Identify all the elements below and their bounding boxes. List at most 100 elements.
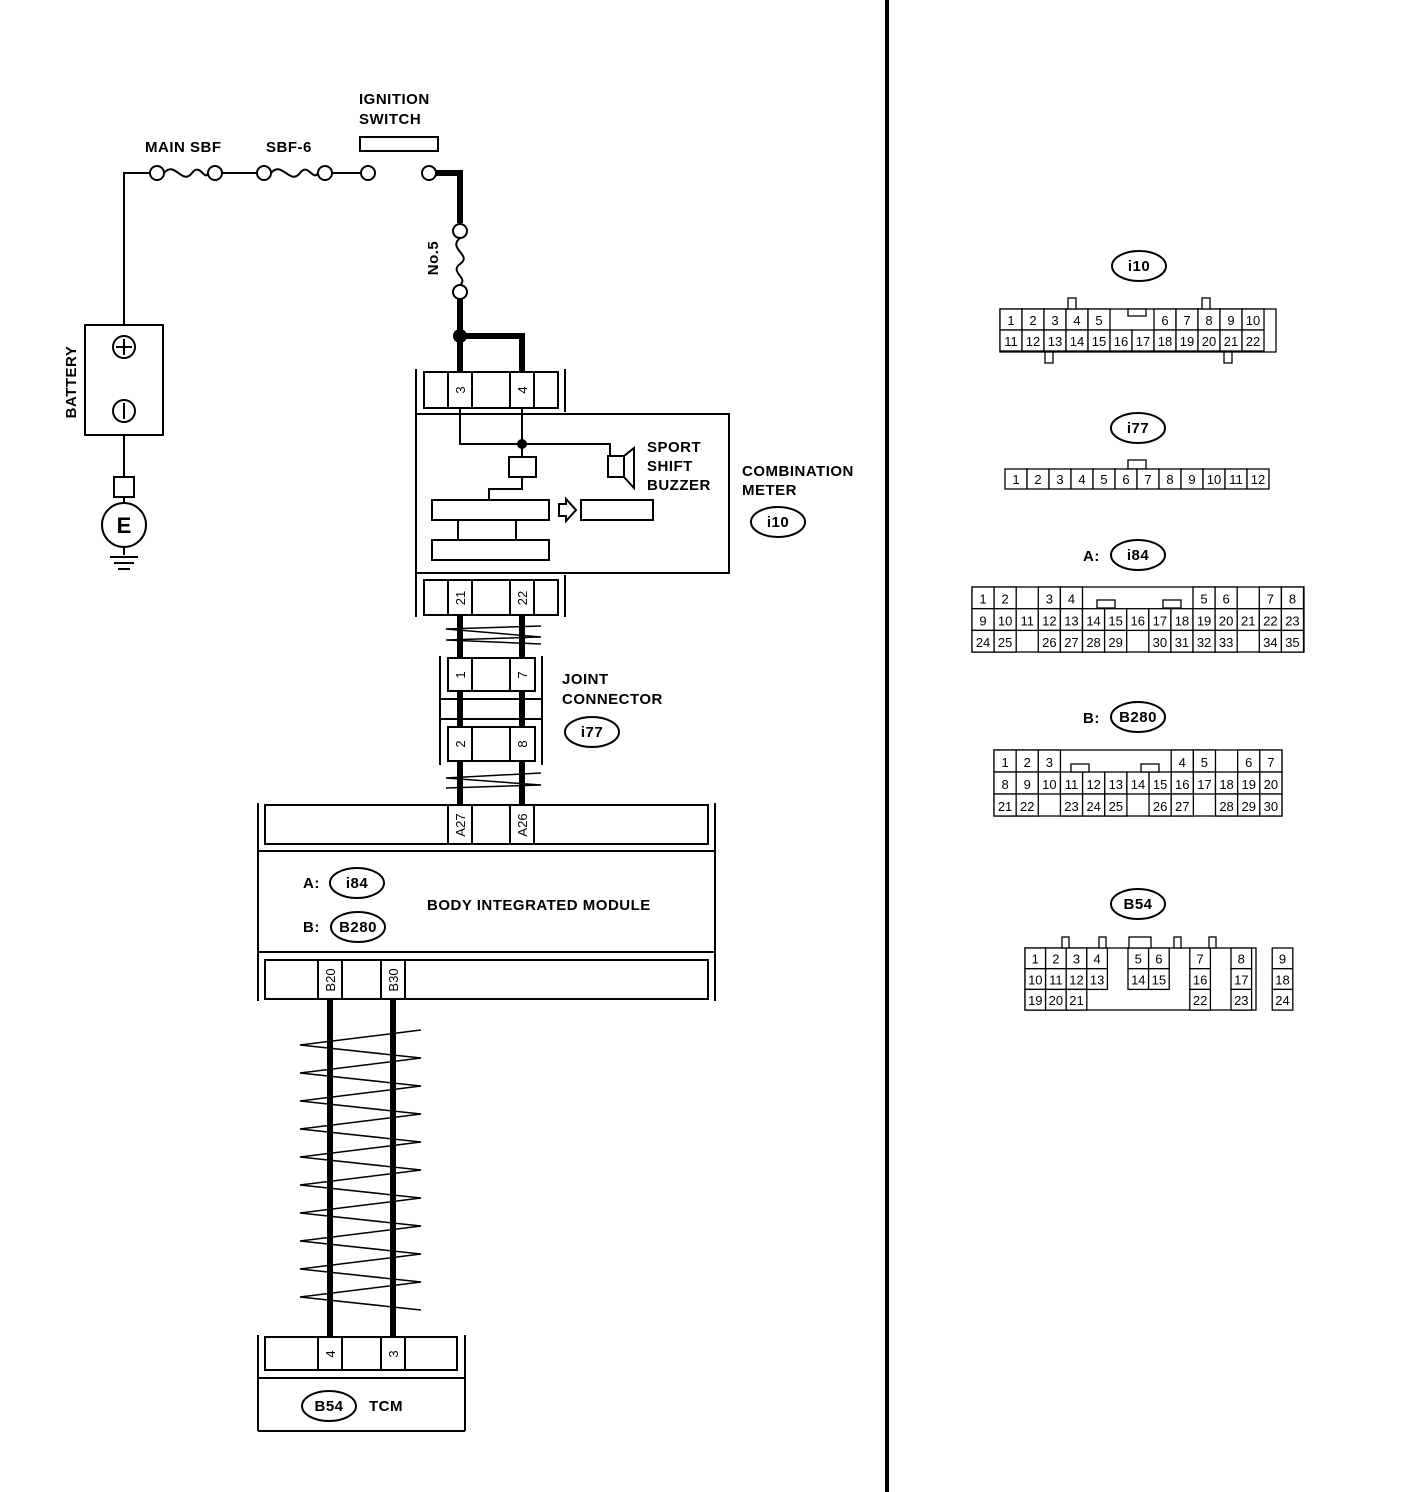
b54-cell (1065, 988, 1088, 1011)
joint-connector-badge (564, 716, 620, 748)
i84-pin: 1 (979, 592, 986, 607)
i10-pin: 16 (1114, 334, 1128, 349)
bim-a-badge (329, 867, 385, 899)
joint-pin-8: 8 (515, 740, 530, 747)
b54-pin: 20 (1049, 993, 1063, 1008)
i77-cell (1246, 468, 1270, 490)
battery-label: BATTERY (63, 346, 80, 419)
i84-pin: 9 (979, 613, 986, 628)
meter-connector-code: i10 (767, 514, 789, 531)
i84-pin: 14 (1086, 613, 1100, 628)
wire-junction (453, 329, 467, 343)
b280-pin: 16 (1175, 777, 1189, 792)
b280-pin: 8 (1001, 777, 1008, 792)
i84-cell (1280, 629, 1305, 653)
b54-pin: 18 (1275, 972, 1289, 987)
b54-pin: 4 (1093, 952, 1100, 967)
b280-pin: 17 (1197, 777, 1211, 792)
i10-latch (1201, 297, 1211, 310)
b280-pin: 18 (1219, 777, 1233, 792)
b280-pin: 1 (1001, 755, 1008, 770)
ignition-switch-label-1: IGNITION (359, 91, 430, 108)
b54-pin: 7 (1196, 952, 1203, 967)
i84-cell (1214, 629, 1238, 653)
b280-pin: 21 (998, 799, 1012, 814)
i10-pin: 18 (1158, 334, 1172, 349)
b54-cell (1271, 988, 1294, 1011)
i10-pin: 4 (1073, 313, 1080, 328)
i77-code: i77 (1127, 420, 1149, 437)
i84-pin: 32 (1197, 635, 1211, 650)
b280-badge (1110, 701, 1166, 733)
i77-pin: 4 (1078, 472, 1085, 487)
bim-a-prefix: A: (303, 875, 320, 892)
b54-pin: 13 (1090, 972, 1104, 987)
buzzer-label-1: SPORT (647, 439, 701, 456)
b280-pin: 28 (1219, 799, 1233, 814)
bim-label: BODY INTEGRATED MODULE (427, 897, 651, 914)
twisted-pair-lower (299, 999, 422, 1337)
joint-pin-7: 7 (515, 671, 530, 678)
ignition-switch (359, 136, 439, 181)
i84-pin: 8 (1289, 592, 1296, 607)
i10-pin: 1 (1007, 313, 1014, 328)
bim-pin-b30: B30 (386, 968, 401, 991)
b280-pin: 30 (1264, 799, 1278, 814)
b280-pin: 26 (1153, 799, 1167, 814)
b54-pin: 24 (1275, 993, 1289, 1008)
i84-pin: 31 (1175, 635, 1189, 650)
tcm-pin-3: 3 (386, 1350, 401, 1357)
fuse-no5-label: No.5 (425, 241, 442, 276)
i84-pin: 2 (1002, 592, 1009, 607)
joint-connector-code: i77 (581, 724, 603, 741)
b280-pin: 5 (1201, 755, 1208, 770)
buzzer-label-2: SHIFT (647, 458, 693, 475)
i10-pin: 9 (1227, 313, 1234, 328)
i84-pin: 12 (1042, 613, 1056, 628)
b54-pin: 11 (1049, 972, 1063, 987)
bim-a-connector: i84 (346, 875, 369, 892)
buzzer-label-3: BUZZER (647, 477, 711, 494)
i84-key (1162, 599, 1182, 609)
b54-pin: 23 (1234, 993, 1248, 1008)
i77-badge (1110, 412, 1166, 444)
i84-pin: 27 (1064, 635, 1078, 650)
b280-pin: 6 (1245, 755, 1252, 770)
b54-latch (1173, 936, 1182, 949)
bim-b-connector: B280 (339, 919, 377, 936)
b280-key (1070, 763, 1090, 773)
b54-pin: 1 (1032, 952, 1039, 967)
b54-latch (1098, 936, 1107, 949)
b280-pin: 22 (1020, 799, 1034, 814)
i84-pin: 18 (1175, 613, 1189, 628)
b54-pin: 8 (1238, 952, 1245, 967)
i10-pin: 2 (1029, 313, 1036, 328)
i84-cell (1103, 629, 1128, 653)
bim-pin-a26: A26 (515, 813, 530, 836)
tcm-label: TCM (369, 1398, 403, 1415)
i84-pin: 5 (1200, 592, 1207, 607)
i84-pin: 4 (1068, 592, 1075, 607)
b54-pin: 3 (1073, 952, 1080, 967)
i84-pin: 16 (1131, 613, 1145, 628)
b54-pin: 12 (1069, 972, 1083, 987)
i84-pin: 26 (1042, 635, 1056, 650)
b54-pin: 14 (1131, 972, 1145, 987)
twisted-pair-middle (445, 761, 542, 807)
b280-pin: 15 (1153, 777, 1167, 792)
bim-b-badge (330, 911, 386, 943)
bim-pin-b20: B20 (323, 968, 338, 991)
fuse-no5 (452, 223, 468, 300)
i10-pin: 5 (1095, 313, 1102, 328)
meter-junction (517, 439, 527, 449)
bim-b-prefix: B: (303, 919, 320, 936)
i77-pin: 5 (1100, 472, 1107, 487)
i10-pin: 7 (1183, 313, 1190, 328)
i84-pin: 10 (998, 613, 1012, 628)
b54-latch (1061, 936, 1070, 949)
i77-pin: 8 (1166, 472, 1173, 487)
b54-pin: 15 (1152, 972, 1166, 987)
b54-cell (1189, 988, 1212, 1011)
b280-pin: 12 (1086, 777, 1100, 792)
